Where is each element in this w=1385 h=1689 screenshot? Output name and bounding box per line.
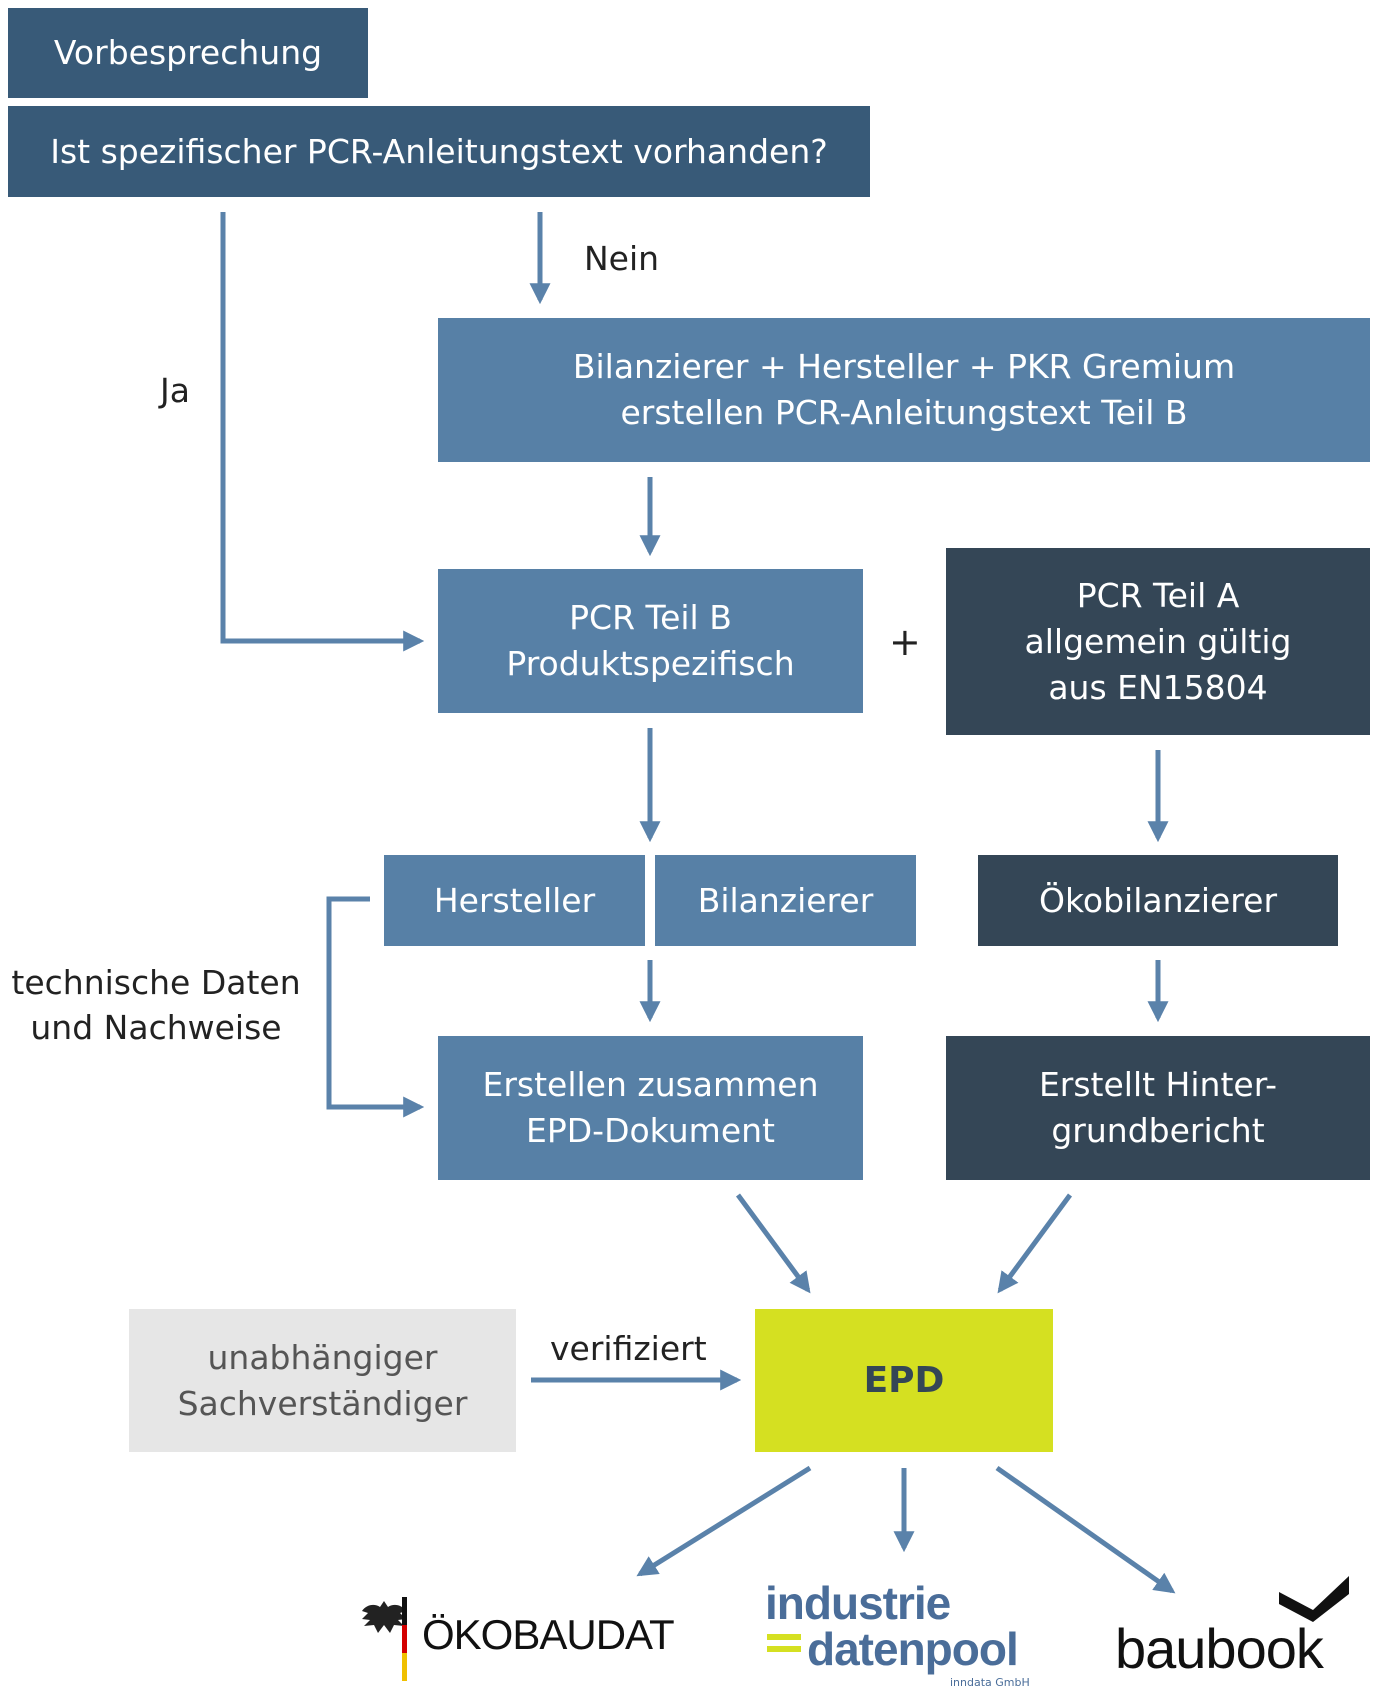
hersteller-box: Hersteller [384, 855, 645, 946]
pcr-part-b-line1: PCR Teil B [569, 598, 732, 637]
datenpool-wordmark: datenpool [807, 1623, 1019, 1675]
create-pcr-line2: erstellen PCR-Anleitungstext Teil B [620, 393, 1188, 432]
arrow-to-baubook [995, 1465, 1176, 1594]
vorbesprechung-label: Vorbesprechung [53, 33, 323, 72]
epd-label: EPD [863, 1359, 945, 1401]
book-icon [1279, 1576, 1349, 1622]
datenpool-stripe-icon [767, 1634, 801, 1640]
technical-data-line1: technische Daten [11, 963, 301, 1002]
pcr-part-a-box: PCR Teil A allgemein gültig aus EN15804 [946, 548, 1370, 735]
epd-document-line2: EPD-Dokument [526, 1111, 775, 1150]
industrie-datenpool-logo: industrie datenpool inndata GmbH [765, 1576, 1065, 1689]
pcr-part-a-line2: allgemein gültig [1024, 621, 1292, 661]
question-label: Ist spezifischer PCR-Anleitungstext vorh… [50, 131, 828, 171]
oekobaudat-logo: ÖKOBAUDAT [360, 1595, 680, 1681]
epd-document-line1: Erstellen zusammen [482, 1065, 819, 1104]
create-pcr-line1: Bilanzierer + Hersteller + PKR Gremium [572, 347, 1236, 386]
baubook-logo: baubook [1115, 1574, 1380, 1684]
datenpool-stripe-icon-2 [767, 1646, 801, 1652]
technical-data-line2: und Nachweise [30, 1008, 282, 1047]
bilanzierer-box: Bilanzierer [655, 855, 916, 946]
vorbesprechung-box: Vorbesprechung [8, 8, 368, 98]
nein-label: Nein [584, 239, 660, 278]
baubook-wordmark: baubook [1115, 1617, 1324, 1680]
inndata-subtitle: inndata GmbH [950, 1676, 1030, 1689]
independent-expert-line1: unabhängiger [207, 1337, 438, 1377]
epd-document-box: Erstellen zusammen EPD-Dokument [438, 1036, 863, 1180]
background-report-box: Erstellt Hinter- grundbericht [946, 1036, 1370, 1180]
verifiziert-label: verifiziert [550, 1329, 707, 1368]
pcr-part-b-box: PCR Teil B Produktspezifisch [438, 569, 863, 713]
pcr-part-b-line2: Produktspezifisch [506, 644, 795, 683]
oekobilanzierer-box: Ökobilanzierer [978, 855, 1338, 946]
pcr-part-a-line3: aus EN15804 [1048, 667, 1268, 707]
independent-expert-box: unabhängiger Sachverständiger [129, 1309, 516, 1452]
arrow-ja [220, 212, 425, 652]
arrow-report-to-epd [997, 1193, 1073, 1294]
plus-sign: + [889, 620, 921, 664]
background-report-line1: Erstellt Hinter- [1038, 1065, 1278, 1104]
background-report-line2: grundbericht [1051, 1111, 1265, 1150]
create-pcr-box: Bilanzierer + Hersteller + PKR Gremium e… [438, 318, 1370, 462]
bracket-technical-data [326, 896, 425, 1118]
hersteller-label: Hersteller [433, 880, 596, 920]
question-box: Ist spezifischer PCR-Anleitungstext vorh… [8, 106, 870, 197]
ja-label: Ja [160, 371, 190, 410]
technical-data-label: technische Daten und Nachweise [6, 960, 306, 1050]
arrow-document-to-epd [735, 1193, 811, 1294]
independent-expert-line2: Sachverständiger [177, 1383, 468, 1423]
bilanzierer-label: Bilanzierer [697, 880, 874, 920]
arrow-to-oekobaudat [636, 1465, 812, 1577]
pcr-part-a-line1: PCR Teil A [1076, 575, 1240, 615]
oekobaudat-wordmark: ÖKOBAUDAT [422, 1611, 675, 1658]
industrie-wordmark: industrie [765, 1577, 951, 1629]
epd-box: EPD [755, 1309, 1053, 1452]
eagle-icon [362, 1597, 407, 1681]
oekobilanzierer-label: Ökobilanzierer [1038, 880, 1278, 920]
